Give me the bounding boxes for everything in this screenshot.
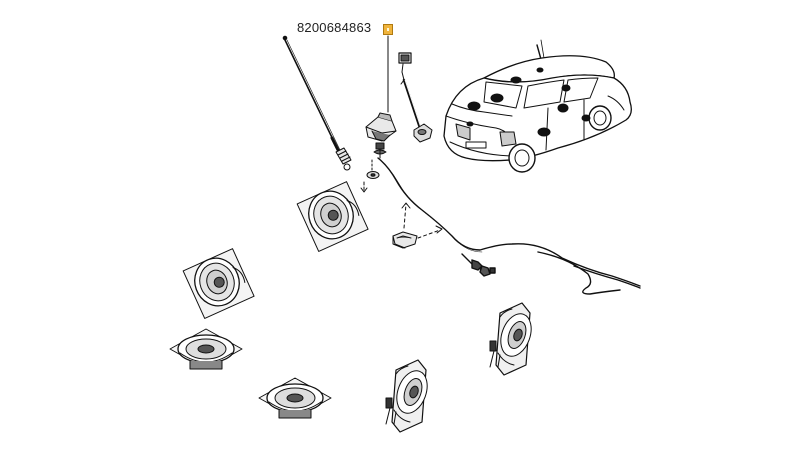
- speaker-rear-left-1[interactable]: [169, 328, 243, 370]
- speaker-front-left[interactable]: [296, 180, 370, 252]
- speaker-door-left[interactable]: [385, 359, 433, 433]
- speaker-door-right[interactable]: [489, 302, 537, 376]
- speaker-front-right[interactable]: [182, 247, 256, 319]
- cable-harness[interactable]: [377, 157, 641, 295]
- cable-connector[interactable]: [392, 202, 443, 249]
- speaker-set: [169, 180, 537, 433]
- part-number-label[interactable]: 8200684863: [297, 20, 372, 35]
- vehicle-illustration: [443, 39, 632, 173]
- antenna-mast[interactable]: [282, 35, 352, 171]
- callout-marker[interactable]: [383, 24, 393, 35]
- antenna-base[interactable]: [360, 112, 397, 193]
- speaker-rear-left-2[interactable]: [258, 377, 332, 419]
- antenna-cable[interactable]: [398, 52, 433, 143]
